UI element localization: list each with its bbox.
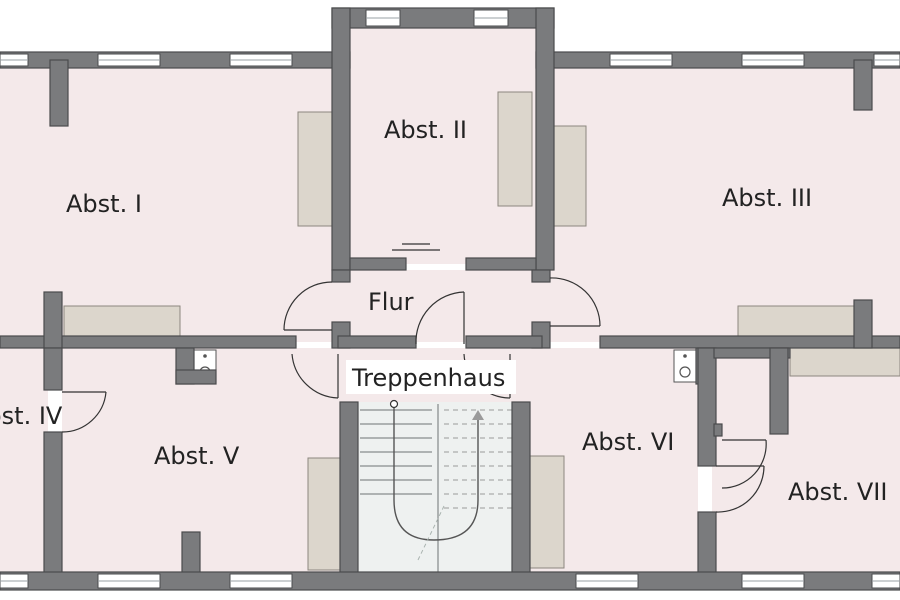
room-abst-4-floor bbox=[0, 348, 48, 574]
outer-wall bbox=[535, 7, 555, 271]
radiator bbox=[737, 305, 855, 341]
washbasin-drain-icon bbox=[679, 366, 691, 378]
label-treppenhaus: Treppenhaus bbox=[351, 364, 505, 392]
outer-wall bbox=[0, 571, 900, 591]
radiators bbox=[63, 91, 900, 571]
stair-cut-line bbox=[417, 505, 445, 561]
inner-wall bbox=[175, 369, 217, 385]
radiator bbox=[497, 91, 533, 207]
label-abst-5: Abst. V bbox=[154, 442, 240, 470]
inner-wall bbox=[769, 347, 789, 435]
washbasin-tap-icon bbox=[683, 354, 687, 358]
door-swing-abst-7 bbox=[715, 465, 765, 513]
inner-wall bbox=[713, 347, 791, 359]
radiator bbox=[551, 125, 587, 227]
stairwell-wall bbox=[511, 401, 531, 575]
inner-wall bbox=[465, 257, 537, 271]
windows bbox=[0, 9, 900, 589]
door-swing-abst-3 bbox=[549, 277, 601, 327]
door-swing-abst-1 bbox=[283, 281, 333, 331]
room-abst-5-floor bbox=[62, 348, 344, 574]
inner-wall bbox=[43, 431, 63, 575]
staircase bbox=[360, 399, 512, 572]
label-abst-3: Abst. III bbox=[722, 184, 812, 212]
inner-wall bbox=[43, 291, 63, 349]
room-labels: Abst. I Abst. II Abst. III Flur Treppenh… bbox=[0, 116, 887, 506]
label-abst-4: Abst. IV bbox=[0, 402, 63, 430]
room-flur-floor bbox=[336, 270, 548, 342]
wall-stub bbox=[49, 59, 69, 127]
doors bbox=[61, 243, 767, 513]
outer-wall bbox=[331, 7, 555, 29]
label-treppenhaus-bg bbox=[346, 360, 516, 394]
inner-wall bbox=[349, 257, 407, 271]
door-swing-cupboard bbox=[721, 439, 767, 489]
label-flur: Flur bbox=[368, 288, 414, 316]
inner-wall bbox=[465, 335, 543, 349]
radiator bbox=[529, 455, 565, 569]
washbasin-tap-icon bbox=[203, 354, 207, 358]
stairwell-wall bbox=[339, 401, 359, 575]
door-swing-treppenhaus bbox=[415, 291, 465, 345]
inner-wall bbox=[531, 269, 551, 283]
inner-wall bbox=[713, 423, 723, 437]
inner-wall bbox=[0, 335, 297, 349]
room-abst-7-floor bbox=[712, 348, 900, 574]
outer-wall bbox=[331, 7, 351, 271]
inner-wall bbox=[337, 335, 417, 349]
stair-walk-line bbox=[393, 404, 479, 541]
stair-arrow-icon bbox=[472, 410, 484, 420]
inner-wall bbox=[853, 299, 873, 349]
door-swing-abst-5 bbox=[291, 353, 339, 399]
wall-stub bbox=[181, 531, 201, 575]
stair-start-dot bbox=[389, 399, 399, 409]
label-abst-6: Abst. VI bbox=[582, 428, 674, 456]
room-floors bbox=[0, 28, 900, 574]
radiator bbox=[63, 305, 181, 341]
appliances bbox=[193, 349, 697, 383]
inner-wall bbox=[697, 347, 717, 467]
door-swing-abst-4 bbox=[61, 391, 107, 433]
label-abst-7: Abst. VII bbox=[788, 478, 887, 506]
room-abst-3-floor bbox=[548, 68, 900, 342]
label-abst-1: Abst. I bbox=[66, 190, 142, 218]
stairwell-floor bbox=[356, 402, 516, 574]
outer-wall bbox=[535, 51, 900, 69]
radiator bbox=[297, 111, 333, 227]
wall-stub bbox=[853, 59, 873, 111]
inner-wall bbox=[43, 347, 63, 391]
radiator bbox=[307, 457, 343, 571]
inner-wall bbox=[697, 511, 717, 575]
walls bbox=[0, 7, 900, 591]
inner-wall bbox=[331, 269, 351, 283]
label-abst-2: Abst. II bbox=[384, 116, 467, 144]
